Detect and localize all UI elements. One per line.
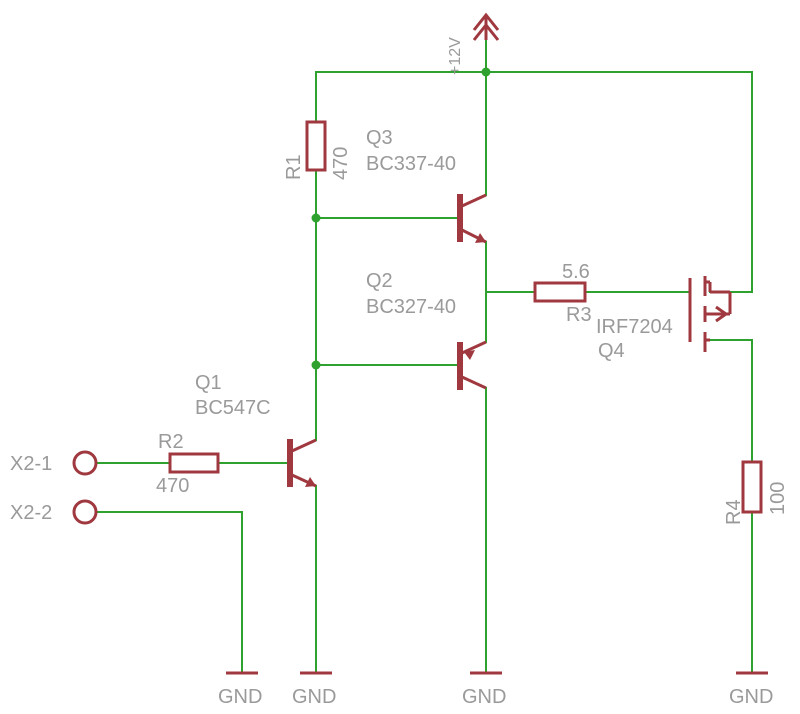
- x2-2-pad-icon: [72, 499, 98, 525]
- junction-q3-base: [311, 213, 321, 223]
- q2-name: Q2: [366, 270, 393, 292]
- supply-12v-symbol: +12V: [447, 12, 500, 75]
- ground-3: GND: [462, 671, 506, 708]
- q1-name: Q1: [195, 372, 222, 394]
- q1-part: BC547C: [195, 397, 271, 419]
- x2-1-pad-icon: [72, 450, 98, 476]
- q2-part: BC327-40: [366, 296, 456, 318]
- resistor-r4: R4 100: [723, 460, 789, 525]
- r4-name: R4: [723, 499, 745, 525]
- connector-x2-1: X2-1: [10, 450, 98, 476]
- q3-name: Q3: [366, 127, 393, 149]
- junction-12v: [481, 67, 491, 77]
- wires: [95, 39, 753, 673]
- x2-1-label: X2-1: [10, 453, 52, 475]
- q4-body-arrow-icon: [715, 305, 729, 323]
- ground-1-label: GND: [218, 686, 262, 708]
- ground-4-label: GND: [729, 686, 773, 708]
- resistor-r3: 5.6 R3: [533, 261, 592, 326]
- q3-emitter-arrow-icon: [475, 233, 486, 243]
- transistor-q3: Q3 BC337-40: [366, 127, 487, 244]
- mosfet-q4: IRF7204 Q4: [596, 276, 732, 362]
- ground-4: GND: [729, 671, 773, 708]
- q4-part: IRF7204: [596, 316, 673, 338]
- ground-2-label: GND: [292, 686, 336, 708]
- q1-emitter-arrow-icon: [305, 477, 316, 487]
- connector-x2-2: X2-2: [10, 499, 98, 525]
- ground-2: GND: [292, 671, 336, 708]
- supply-label: +12V: [447, 37, 464, 75]
- transistor-q1: Q1 BC547C: [195, 372, 317, 488]
- ground-3-label: GND: [462, 686, 506, 708]
- r3-value: 5.6: [562, 261, 590, 283]
- ground-1: GND: [218, 671, 262, 708]
- q2-emitter-arrow-icon: [464, 350, 475, 360]
- resistor-r1: R1 470: [283, 120, 352, 180]
- r2-name: R2: [158, 431, 184, 453]
- q4-name: Q4: [598, 340, 625, 362]
- resistor-r2: R2 470: [156, 431, 220, 497]
- r4-value: 100: [767, 482, 789, 515]
- q3-part: BC337-40: [366, 153, 456, 175]
- junction-q2-base: [311, 360, 321, 370]
- x2-2-label: X2-2: [10, 502, 52, 524]
- junctions: [311, 67, 491, 370]
- r3-name: R3: [566, 304, 592, 326]
- r1-name: R1: [283, 154, 305, 180]
- r2-value: 470: [156, 475, 189, 497]
- transistor-q2: Q2 BC327-40: [366, 270, 487, 390]
- r1-value: 470: [330, 147, 352, 180]
